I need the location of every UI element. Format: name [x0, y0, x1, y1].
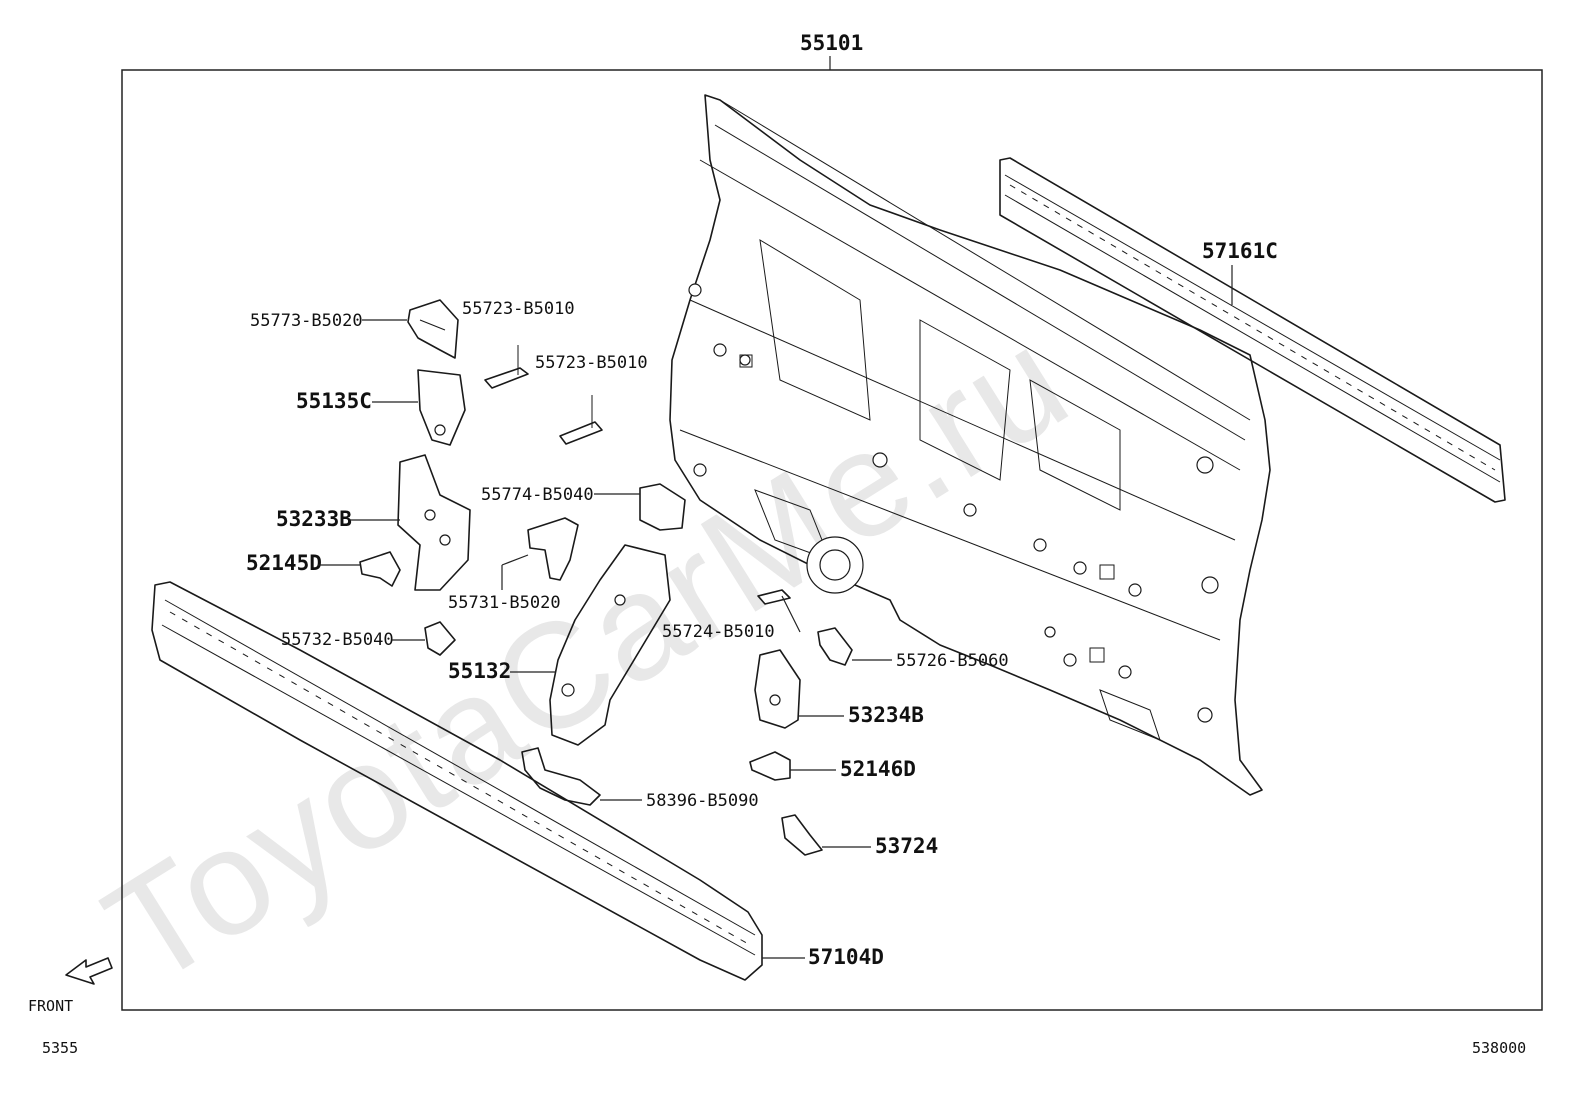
part-55723-B5010-a[interactable]	[484, 345, 529, 389]
part-55732-B5040[interactable]	[424, 621, 456, 656]
part-55724-B5010[interactable]	[757, 589, 791, 605]
part-55723-B5010-b[interactable]	[559, 395, 603, 445]
front-label: FRONT	[28, 997, 73, 1015]
diagram-frame	[121, 69, 1543, 1011]
callout-55774-B5040[interactable]: 55774-B5040	[481, 485, 594, 505]
callout-55132[interactable]: 55132	[448, 659, 511, 683]
part-55774-B5040[interactable]	[639, 483, 686, 531]
callout-57104D[interactable]: 57104D	[808, 945, 884, 969]
part-55135C[interactable]	[417, 369, 466, 446]
callout-55773-B5020[interactable]: 55773-B5020	[250, 311, 363, 331]
part-55726-B5060[interactable]	[817, 627, 853, 666]
part-53724[interactable]	[781, 814, 823, 856]
crossmember-57104D[interactable]	[151, 581, 763, 981]
callout-55723-B5010-a[interactable]: 55723-B5010	[462, 299, 575, 319]
callout-57161C[interactable]: 57161C	[1202, 239, 1278, 263]
callout-55723-B5010-b[interactable]: 55723-B5010	[535, 353, 648, 373]
callout-55732-B5040[interactable]: 55732-B5040	[281, 630, 394, 650]
callout-55101[interactable]: 55101	[800, 31, 863, 55]
leader-55724	[781, 595, 801, 633]
callout-55724-B5010[interactable]: 55724-B5010	[662, 622, 775, 642]
part-55773-B5020[interactable]	[407, 299, 459, 359]
part-52145D[interactable]	[359, 551, 401, 587]
callout-55135C[interactable]: 55135C	[296, 389, 372, 413]
callout-52145D[interactable]: 52145D	[246, 551, 322, 575]
callout-58396-B5090[interactable]: 58396-B5090	[646, 791, 759, 811]
page-code-left: 5355	[42, 1039, 78, 1057]
leader-55731-b	[501, 554, 529, 566]
front-arrow-icon	[65, 957, 113, 985]
part-58396-B5090[interactable]	[521, 747, 601, 806]
part-55132[interactable]	[549, 544, 671, 746]
callout-53724[interactable]: 53724	[875, 834, 938, 858]
part-53233B[interactable]	[397, 454, 471, 591]
callout-52146D[interactable]: 52146D	[840, 757, 916, 781]
part-52146D[interactable]	[749, 751, 791, 781]
callout-53233B[interactable]: 53233B	[276, 507, 352, 531]
callout-55731-B5020[interactable]: 55731-B5020	[448, 593, 561, 613]
callout-55726-B5060[interactable]: 55726-B5060	[896, 651, 1009, 671]
rail-57161C[interactable]	[999, 157, 1506, 503]
callout-53234B[interactable]: 53234B	[848, 703, 924, 727]
part-55731-B5020[interactable]	[527, 517, 579, 581]
page-code-right: 538000	[1472, 1039, 1526, 1057]
dash-panel-55101[interactable]	[669, 94, 1271, 796]
part-53234B[interactable]	[754, 649, 801, 729]
